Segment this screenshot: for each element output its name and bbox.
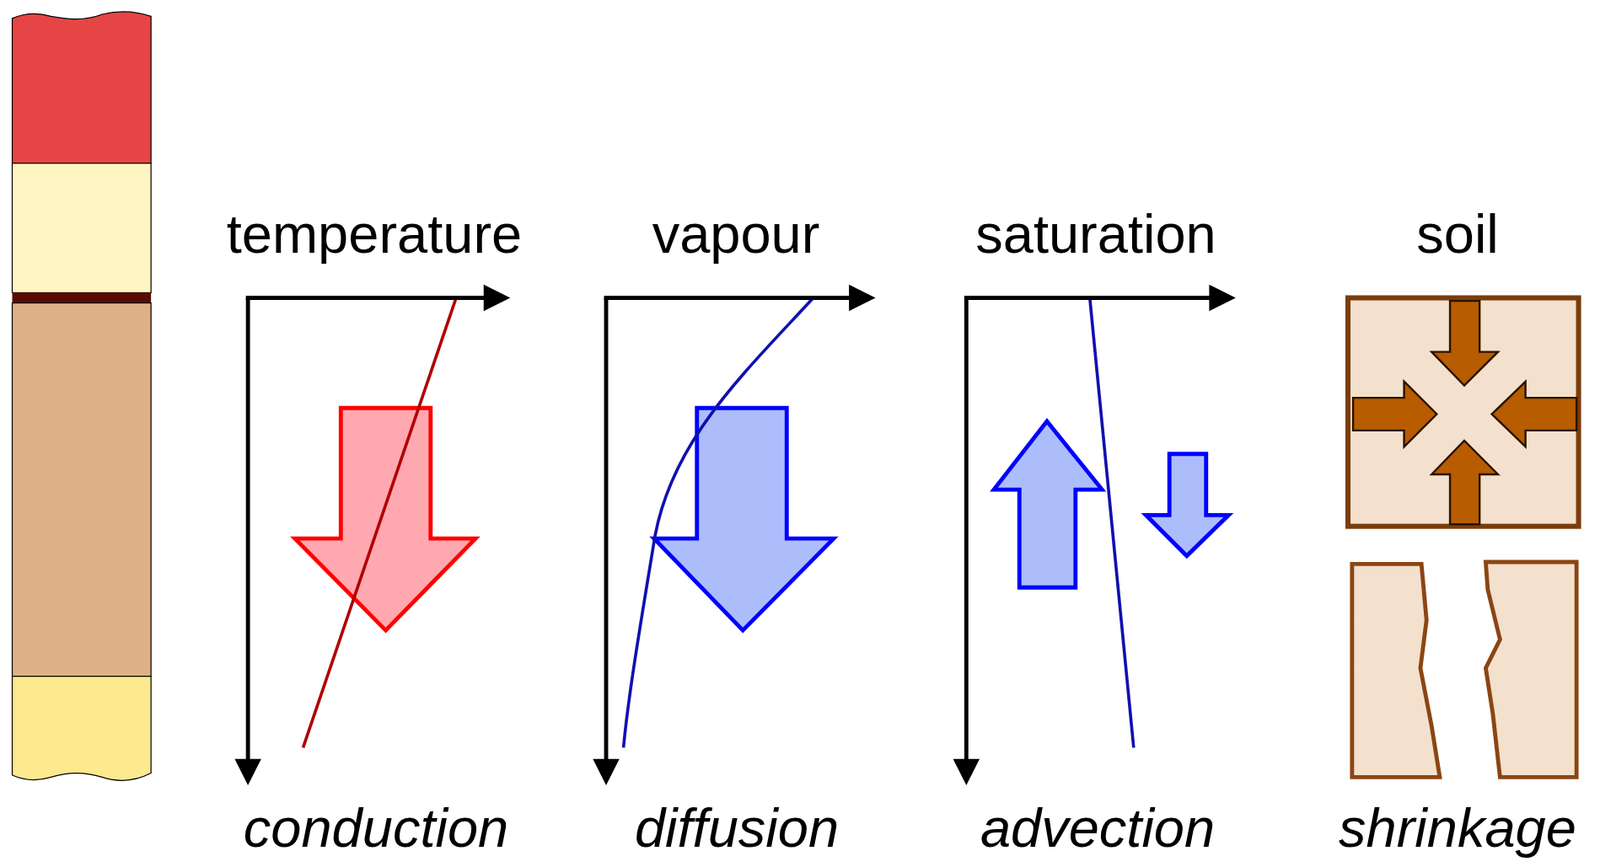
shrinkage-figure — [1347, 298, 1579, 779]
axis-arrowhead — [483, 284, 511, 312]
clay-layer — [12, 303, 152, 677]
axis-arrowhead — [234, 759, 261, 786]
axis-arrowhead — [848, 284, 876, 312]
sand-layer — [12, 163, 152, 294]
upward-flow-arrow — [993, 421, 1102, 588]
downward-flow-arrow — [1145, 454, 1229, 557]
axis-title: vapour — [652, 206, 821, 262]
soil-block — [1347, 298, 1579, 527]
axis-arrowhead — [1208, 284, 1235, 312]
cracked-soil-piece — [1352, 563, 1440, 778]
temperature-profile — [303, 298, 457, 749]
thin-layer — [12, 292, 152, 303]
vapour-arrow — [654, 408, 834, 631]
process-label: diffusion — [634, 800, 839, 856]
compression-arrow — [1431, 440, 1498, 525]
base-layer — [12, 676, 152, 782]
heat-arrow — [295, 408, 476, 631]
compression-arrow — [1353, 381, 1437, 447]
axis-title: temperature — [226, 206, 522, 262]
axis-line — [604, 295, 854, 301]
process-label: advection — [980, 800, 1215, 856]
axis-line — [604, 298, 609, 764]
process-label: conduction — [243, 800, 509, 856]
soil-column — [12, 11, 152, 781]
hot-layer — [12, 11, 152, 164]
compression-arrow — [1492, 381, 1577, 447]
axis-line — [246, 295, 489, 301]
axis-line — [964, 298, 969, 764]
axis-line — [964, 295, 1214, 301]
saturation-plot — [953, 284, 1236, 786]
vapour-profile — [623, 298, 814, 749]
cracked-soil-piece — [1485, 562, 1577, 778]
axis-arrowhead — [953, 759, 980, 786]
saturation-profile — [1089, 298, 1134, 749]
panel-title: soil — [1416, 206, 1499, 262]
temperature-plot — [234, 284, 511, 786]
process-label: shrinkage — [1338, 800, 1577, 856]
axis-arrowhead — [592, 759, 619, 786]
axis-title: saturation — [975, 206, 1216, 262]
axis-line — [246, 298, 251, 764]
compression-arrow — [1431, 300, 1498, 386]
vapour-plot — [592, 284, 876, 786]
